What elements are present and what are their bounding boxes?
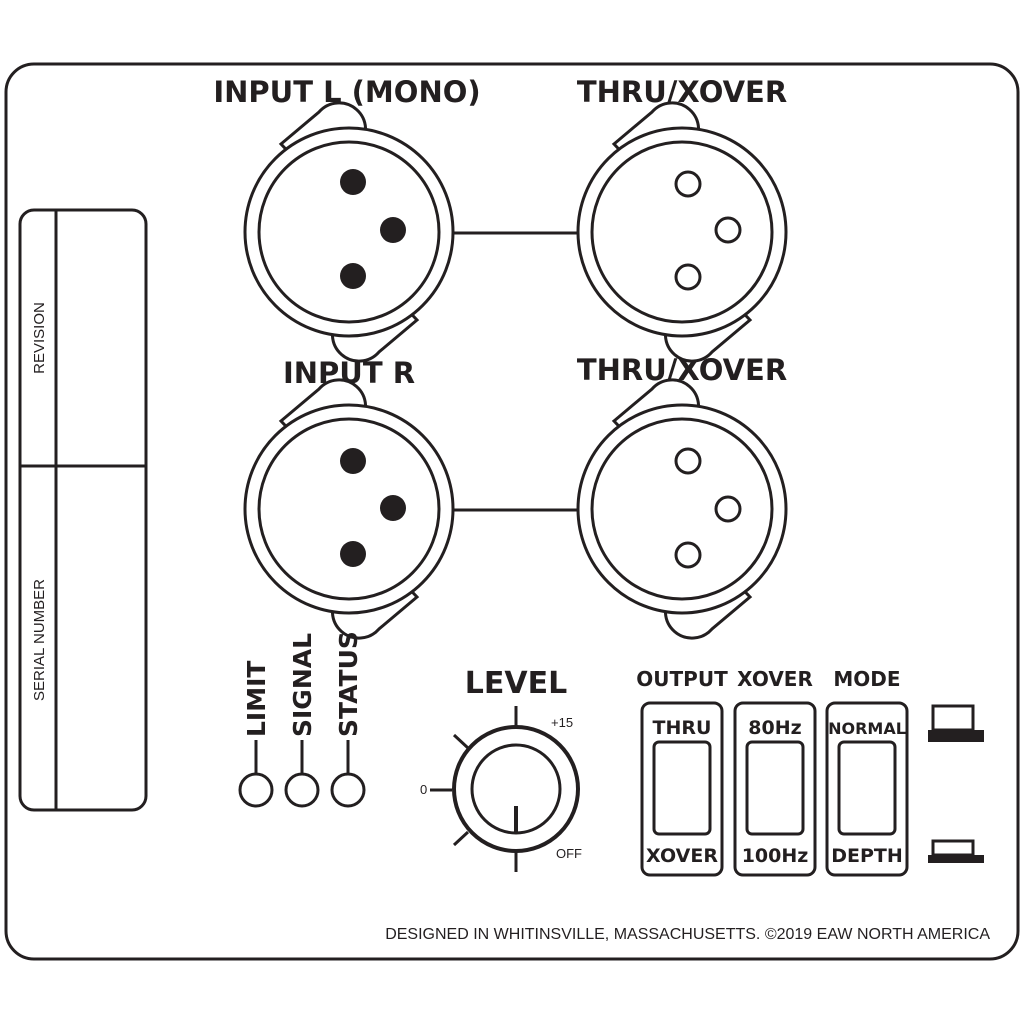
thru-xover-connector-2[interactable]	[576, 378, 788, 640]
label-plate: REVISION SERIAL NUMBER	[18, 208, 148, 812]
output-switch-title: OUTPUT	[636, 667, 728, 691]
thru-xover-connector-1[interactable]	[576, 101, 788, 363]
mode-switch-rocker[interactable]	[837, 740, 897, 836]
pin-hollow	[674, 447, 702, 475]
switch-down-icon	[928, 839, 984, 863]
level-off-label: OFF	[556, 846, 582, 861]
pin-hollow	[674, 541, 702, 569]
output-switch-bottom-label: XOVER	[646, 845, 718, 867]
signal-label: SIGNAL	[288, 633, 317, 737]
xover-switch[interactable]: XOVER 80Hz 100Hz	[733, 667, 817, 877]
xover-switch-bottom-label: 100Hz	[742, 845, 809, 867]
switch-up-icon	[928, 704, 984, 742]
mode-switch-top-label: NORMAL	[828, 719, 906, 738]
output-switch[interactable]: OUTPUT THRU XOVER	[636, 667, 728, 877]
pin-filled	[340, 448, 366, 474]
level-control[interactable]: LEVEL +15 0 OFF	[420, 666, 582, 872]
output-switch-rocker[interactable]	[652, 740, 712, 836]
pin-hollow	[674, 170, 702, 198]
xover-switch-rocker[interactable]	[745, 740, 805, 836]
footer-text: DESIGNED IN WHITINSVILLE, MASSACHUSETTS.…	[385, 926, 990, 943]
mode-switch-title: MODE	[833, 667, 900, 691]
pin-filled	[340, 541, 366, 567]
pin-filled	[380, 217, 406, 243]
pin-hollow	[674, 263, 702, 291]
status-label: STATUS	[334, 631, 363, 737]
pin-hollow	[714, 495, 742, 523]
mode-switch-bottom-label: DEPTH	[831, 845, 903, 867]
limit-label: LIMIT	[242, 661, 271, 737]
level-max-label: +15	[551, 715, 573, 730]
revision-label: REVISION	[31, 302, 48, 374]
pin-hollow	[714, 216, 742, 244]
output-switch-top-label: THRU	[653, 717, 712, 739]
pin-filled	[380, 495, 406, 521]
limit-led	[238, 772, 274, 808]
status-led	[330, 772, 366, 808]
input-l-connector[interactable]	[243, 101, 455, 363]
mode-switch[interactable]: MODE NORMAL DEPTH	[825, 667, 909, 877]
xover-switch-top-label: 80Hz	[748, 717, 801, 739]
pin-filled	[340, 263, 366, 289]
led-indicators: LIMIT SIGNAL STATUS	[238, 631, 366, 808]
input-r-connector[interactable]	[243, 378, 455, 640]
xover-switch-title: XOVER	[737, 667, 813, 691]
level-label: LEVEL	[465, 666, 567, 701]
level-zero-label: 0	[420, 782, 427, 797]
serial-number-label: SERIAL NUMBER	[31, 579, 48, 701]
level-knob-inner[interactable]	[470, 743, 562, 835]
signal-led	[284, 772, 320, 808]
pin-filled	[340, 169, 366, 195]
